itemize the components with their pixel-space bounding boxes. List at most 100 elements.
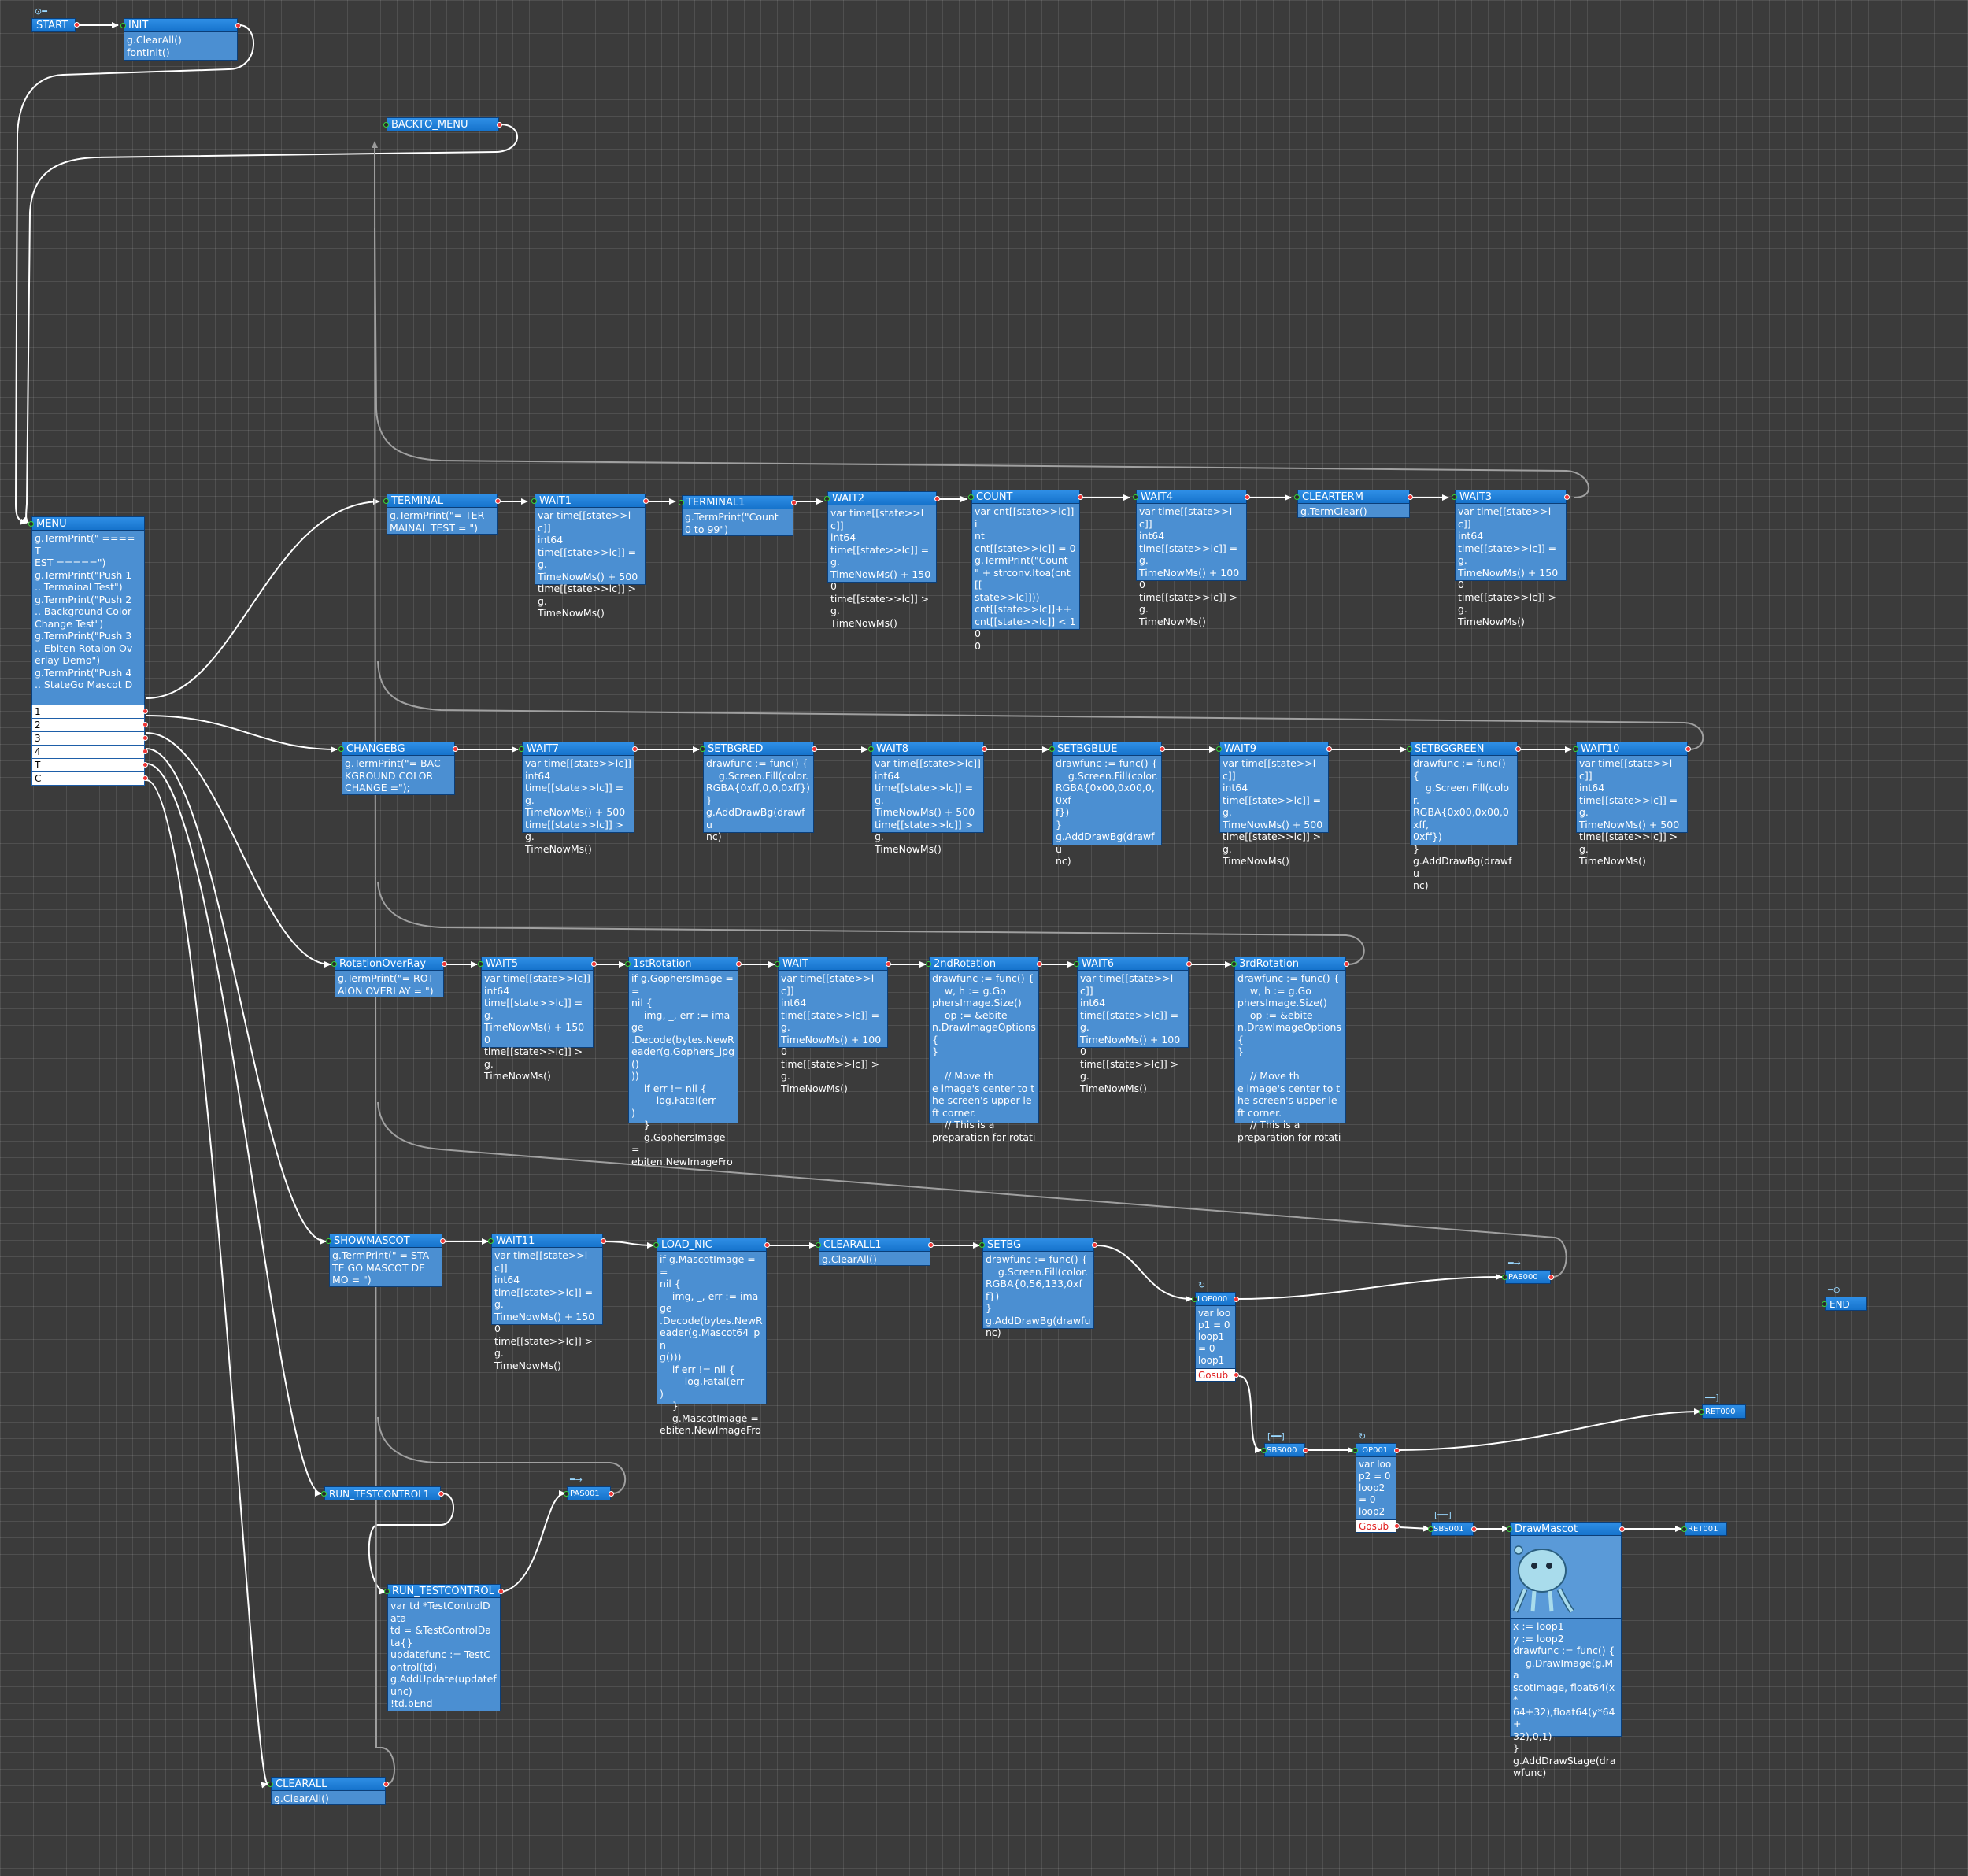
output-pin[interactable] [736, 961, 742, 967]
output-pin[interactable] [495, 498, 501, 504]
input-pin[interactable] [679, 500, 684, 505]
output-pin[interactable] [1619, 1526, 1625, 1532]
input-pin[interactable] [824, 496, 830, 501]
gosub-branch[interactable]: Gosub [1195, 1369, 1239, 1382]
output-pin[interactable] [142, 775, 148, 781]
count-node[interactable]: COUNT var cnt[[state>>lc]] i nt cnt[[sta… [968, 490, 1083, 652]
input-pin[interactable] [326, 1238, 331, 1244]
run-testcontrol1-node[interactable]: RUN_TESTCONTROL1 [321, 1486, 444, 1500]
input-pin[interactable] [384, 1589, 390, 1594]
run-testcontrol-node[interactable]: RUN_TESTCONTROL var td *TestControlD ata… [384, 1584, 504, 1711]
output-pin[interactable] [1344, 961, 1349, 967]
rotation1-node[interactable]: 1stRotation if g.GophersImage == nil { i… [625, 957, 742, 1167]
wait8-node[interactable]: WAIT8 var time[[state>>lc]] int64 time[[… [868, 742, 987, 855]
clearterm-node[interactable]: CLEARTERM g.TermClear() [1294, 490, 1413, 518]
backto-menu-node[interactable]: BACKTO_MENU [383, 117, 502, 131]
input-pin[interactable] [775, 961, 780, 967]
sbs001-node[interactable]: [━━] SBS001 [1428, 1511, 1477, 1536]
input-pin[interactable] [1681, 1526, 1687, 1532]
menu-branch-2[interactable]: 2 [31, 719, 148, 732]
output-pin[interactable] [497, 122, 502, 128]
output-pin[interactable] [142, 749, 148, 754]
output-pin[interactable] [235, 23, 241, 28]
input-pin[interactable] [968, 494, 974, 500]
output-pin[interactable] [442, 961, 447, 967]
input-pin[interactable] [331, 961, 337, 967]
input-pin[interactable] [1452, 494, 1457, 500]
setbgred-node[interactable]: SETBGRED drawfunc := func() { g.Screen.F… [700, 742, 817, 842]
output-pin[interactable] [142, 709, 148, 714]
clearall-node[interactable]: CLEARALL g.ClearAll() [268, 1777, 389, 1805]
showmascot-node[interactable]: SHOWMASCOT g.TermPrint(" = STA TE GO MAS… [326, 1234, 446, 1287]
input-pin[interactable] [1699, 1409, 1704, 1415]
output-pin[interactable] [498, 1589, 504, 1594]
ret001-node[interactable]: RET001 [1681, 1522, 1727, 1536]
output-pin[interactable] [1186, 961, 1192, 967]
wait2-node[interactable]: WAIT2 var time[[state>>lc]] int64 time[[… [824, 491, 940, 629]
output-pin[interactable] [1326, 746, 1332, 752]
wait10-node[interactable]: WAIT10 var time[[state>>lc]] int64 time[… [1573, 742, 1691, 867]
output-pin[interactable] [601, 1238, 606, 1244]
input-pin[interactable] [488, 1238, 494, 1244]
input-pin[interactable] [338, 746, 344, 752]
output-pin[interactable] [1037, 961, 1042, 967]
start-node[interactable]: ⊙━ START [31, 7, 80, 32]
input-pin[interactable] [1049, 746, 1055, 752]
output-pin[interactable] [1408, 494, 1413, 500]
rotation2-node[interactable]: 2ndRotation drawfunc := func() { w, h :=… [926, 957, 1042, 1143]
output-pin[interactable] [764, 1242, 770, 1248]
drawmascot-node[interactable]: DrawMascot x := loop1 y := loop2 drawfun… [1507, 1522, 1625, 1778]
input-pin[interactable] [1074, 961, 1079, 967]
wait5-node[interactable]: WAIT5 var time[[state>>lc]] int64 time[[… [478, 957, 597, 1082]
input-pin[interactable] [28, 521, 34, 527]
output-pin[interactable] [609, 1491, 614, 1497]
ret000-node[interactable]: ━━] RET000 [1699, 1393, 1746, 1419]
input-pin[interactable] [383, 122, 389, 128]
terminal-node[interactable]: TERMINAL g.TermPrint("= TER MAINAL TEST … [383, 494, 501, 535]
pas000-node[interactable]: ━→ PAS000 [1502, 1259, 1554, 1284]
clearall1-node[interactable]: CLEARALL1 g.ClearAll() [816, 1238, 934, 1266]
output-pin[interactable] [1564, 494, 1570, 500]
input-pin[interactable] [268, 1782, 273, 1787]
input-pin[interactable] [1294, 494, 1300, 500]
output-pin[interactable] [886, 961, 891, 967]
input-pin[interactable] [979, 1242, 985, 1248]
menu-branch-t[interactable]: T [31, 759, 148, 772]
output-pin[interactable] [632, 746, 638, 752]
output-pin[interactable] [142, 722, 148, 727]
input-pin[interactable] [383, 498, 389, 504]
input-pin[interactable] [868, 746, 874, 752]
input-pin[interactable] [1407, 746, 1412, 752]
changebg-node[interactable]: CHANGEBG g.TermPrint("= BAC KGROUND COLO… [338, 742, 458, 795]
input-pin[interactable] [531, 498, 537, 504]
output-pin[interactable] [1394, 1448, 1400, 1453]
menu-branch-4[interactable]: 4 [31, 746, 148, 759]
end-node[interactable]: ━⊙ END [1822, 1286, 1867, 1311]
output-pin[interactable] [1394, 1523, 1400, 1529]
input-pin[interactable] [1192, 1297, 1197, 1302]
output-pin[interactable] [591, 961, 597, 967]
wait6-node[interactable]: WAIT6 var time[[state>>lc]] int64 time[[… [1074, 957, 1192, 1094]
wait-node[interactable]: WAIT var time[[state>>lc]] int64 time[[s… [775, 957, 891, 1094]
output-pin[interactable] [1092, 1242, 1097, 1248]
menu-node[interactable]: MENU g.TermPrint(" ==== T EST =====") g.… [28, 516, 148, 786]
output-pin[interactable] [383, 1782, 389, 1787]
input-pin[interactable] [519, 746, 524, 752]
input-pin[interactable] [1133, 494, 1138, 500]
sbs000-node[interactable]: [━━] SBS000 [1261, 1432, 1308, 1457]
input-pin[interactable] [1261, 1448, 1267, 1453]
wait7-node[interactable]: WAIT7 var time[[state>>lc]] int64 time[[… [519, 742, 638, 855]
output-pin[interactable] [74, 22, 80, 28]
output-pin[interactable] [928, 1242, 934, 1248]
input-pin[interactable] [120, 23, 126, 28]
output-pin[interactable] [142, 735, 148, 741]
output-pin[interactable] [1303, 1448, 1308, 1453]
output-pin[interactable] [812, 746, 817, 752]
output-pin[interactable] [643, 498, 649, 504]
input-pin[interactable] [625, 961, 631, 967]
terminal1-node[interactable]: TERMINAL1 g.TermPrint("Count 0 to 99") [679, 495, 797, 536]
input-pin[interactable] [1216, 746, 1222, 752]
setbgblue-node[interactable]: SETBGBLUE drawfunc := func() { g.Screen.… [1049, 742, 1165, 867]
gosub-branch[interactable]: Gosub [1356, 1520, 1400, 1533]
output-pin[interactable] [453, 746, 458, 752]
